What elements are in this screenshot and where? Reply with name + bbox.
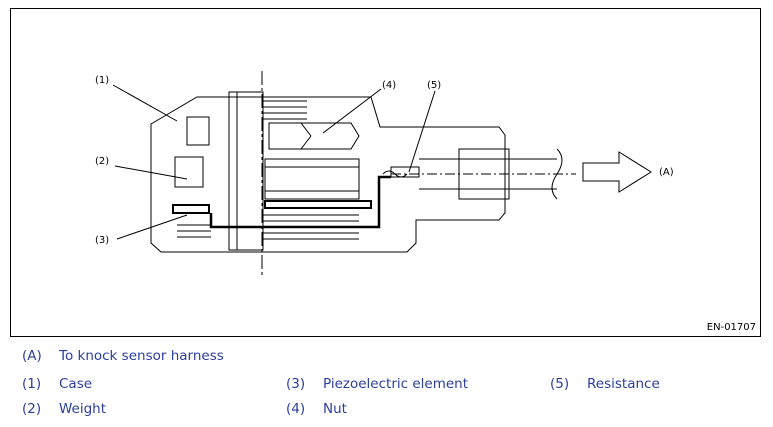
figure-code: EN-01707	[706, 322, 756, 333]
weight-right	[264, 158, 360, 200]
legend-key: (5)	[550, 376, 570, 392]
center-bolt	[228, 91, 264, 251]
callout-1: (1)	[95, 75, 109, 86]
weight-left	[174, 156, 204, 188]
legend-label: Nut	[323, 401, 347, 417]
thread-lines-left	[177, 224, 211, 238]
legend-item-3: (3) Piezoelectric element	[286, 376, 468, 392]
leader-lines	[112, 84, 436, 240]
internal-wire	[209, 175, 391, 229]
figure-frame: (1) (2) (3) (4) (5) (A) EN-01707	[10, 8, 761, 337]
legend-key: (2)	[22, 401, 42, 417]
nut-shape	[268, 122, 360, 150]
legend-key: (4)	[286, 401, 306, 417]
legend-label: Resistance	[587, 376, 660, 392]
legend-item-2: (2) Weight	[22, 401, 106, 417]
legend-key: (3)	[286, 376, 306, 392]
legend-label: Weight	[59, 401, 107, 417]
legend-label: Piezoelectric element	[323, 376, 469, 392]
piezo-element-left	[172, 204, 210, 214]
legend-item-5: (5) Resistance	[550, 376, 660, 392]
legend-item-a: (A) To knock sensor harness	[22, 348, 224, 364]
legend-label: To knock sensor harness	[59, 348, 224, 364]
knock-sensor-diagram	[112, 71, 652, 277]
callout-3: (3)	[95, 235, 109, 246]
callout-labels: (1) (2) (3) (4) (5) (A)	[95, 75, 674, 246]
callout-4: (4)	[382, 80, 396, 91]
piezo-element-right	[264, 200, 372, 209]
legend-key: (1)	[22, 376, 42, 392]
legend-item-4: (4) Nut	[286, 401, 347, 417]
direction-arrow	[582, 151, 652, 193]
legend-item-1: (1) Case	[22, 376, 92, 392]
thread-lines-upper	[263, 100, 307, 120]
legend-key: (A)	[22, 348, 42, 364]
sensor-housing-outline	[150, 96, 506, 253]
callout-5: (5)	[427, 80, 441, 91]
callout-2: (2)	[95, 156, 109, 167]
callout-a: (A)	[659, 167, 674, 178]
legend-label: Case	[59, 376, 93, 392]
